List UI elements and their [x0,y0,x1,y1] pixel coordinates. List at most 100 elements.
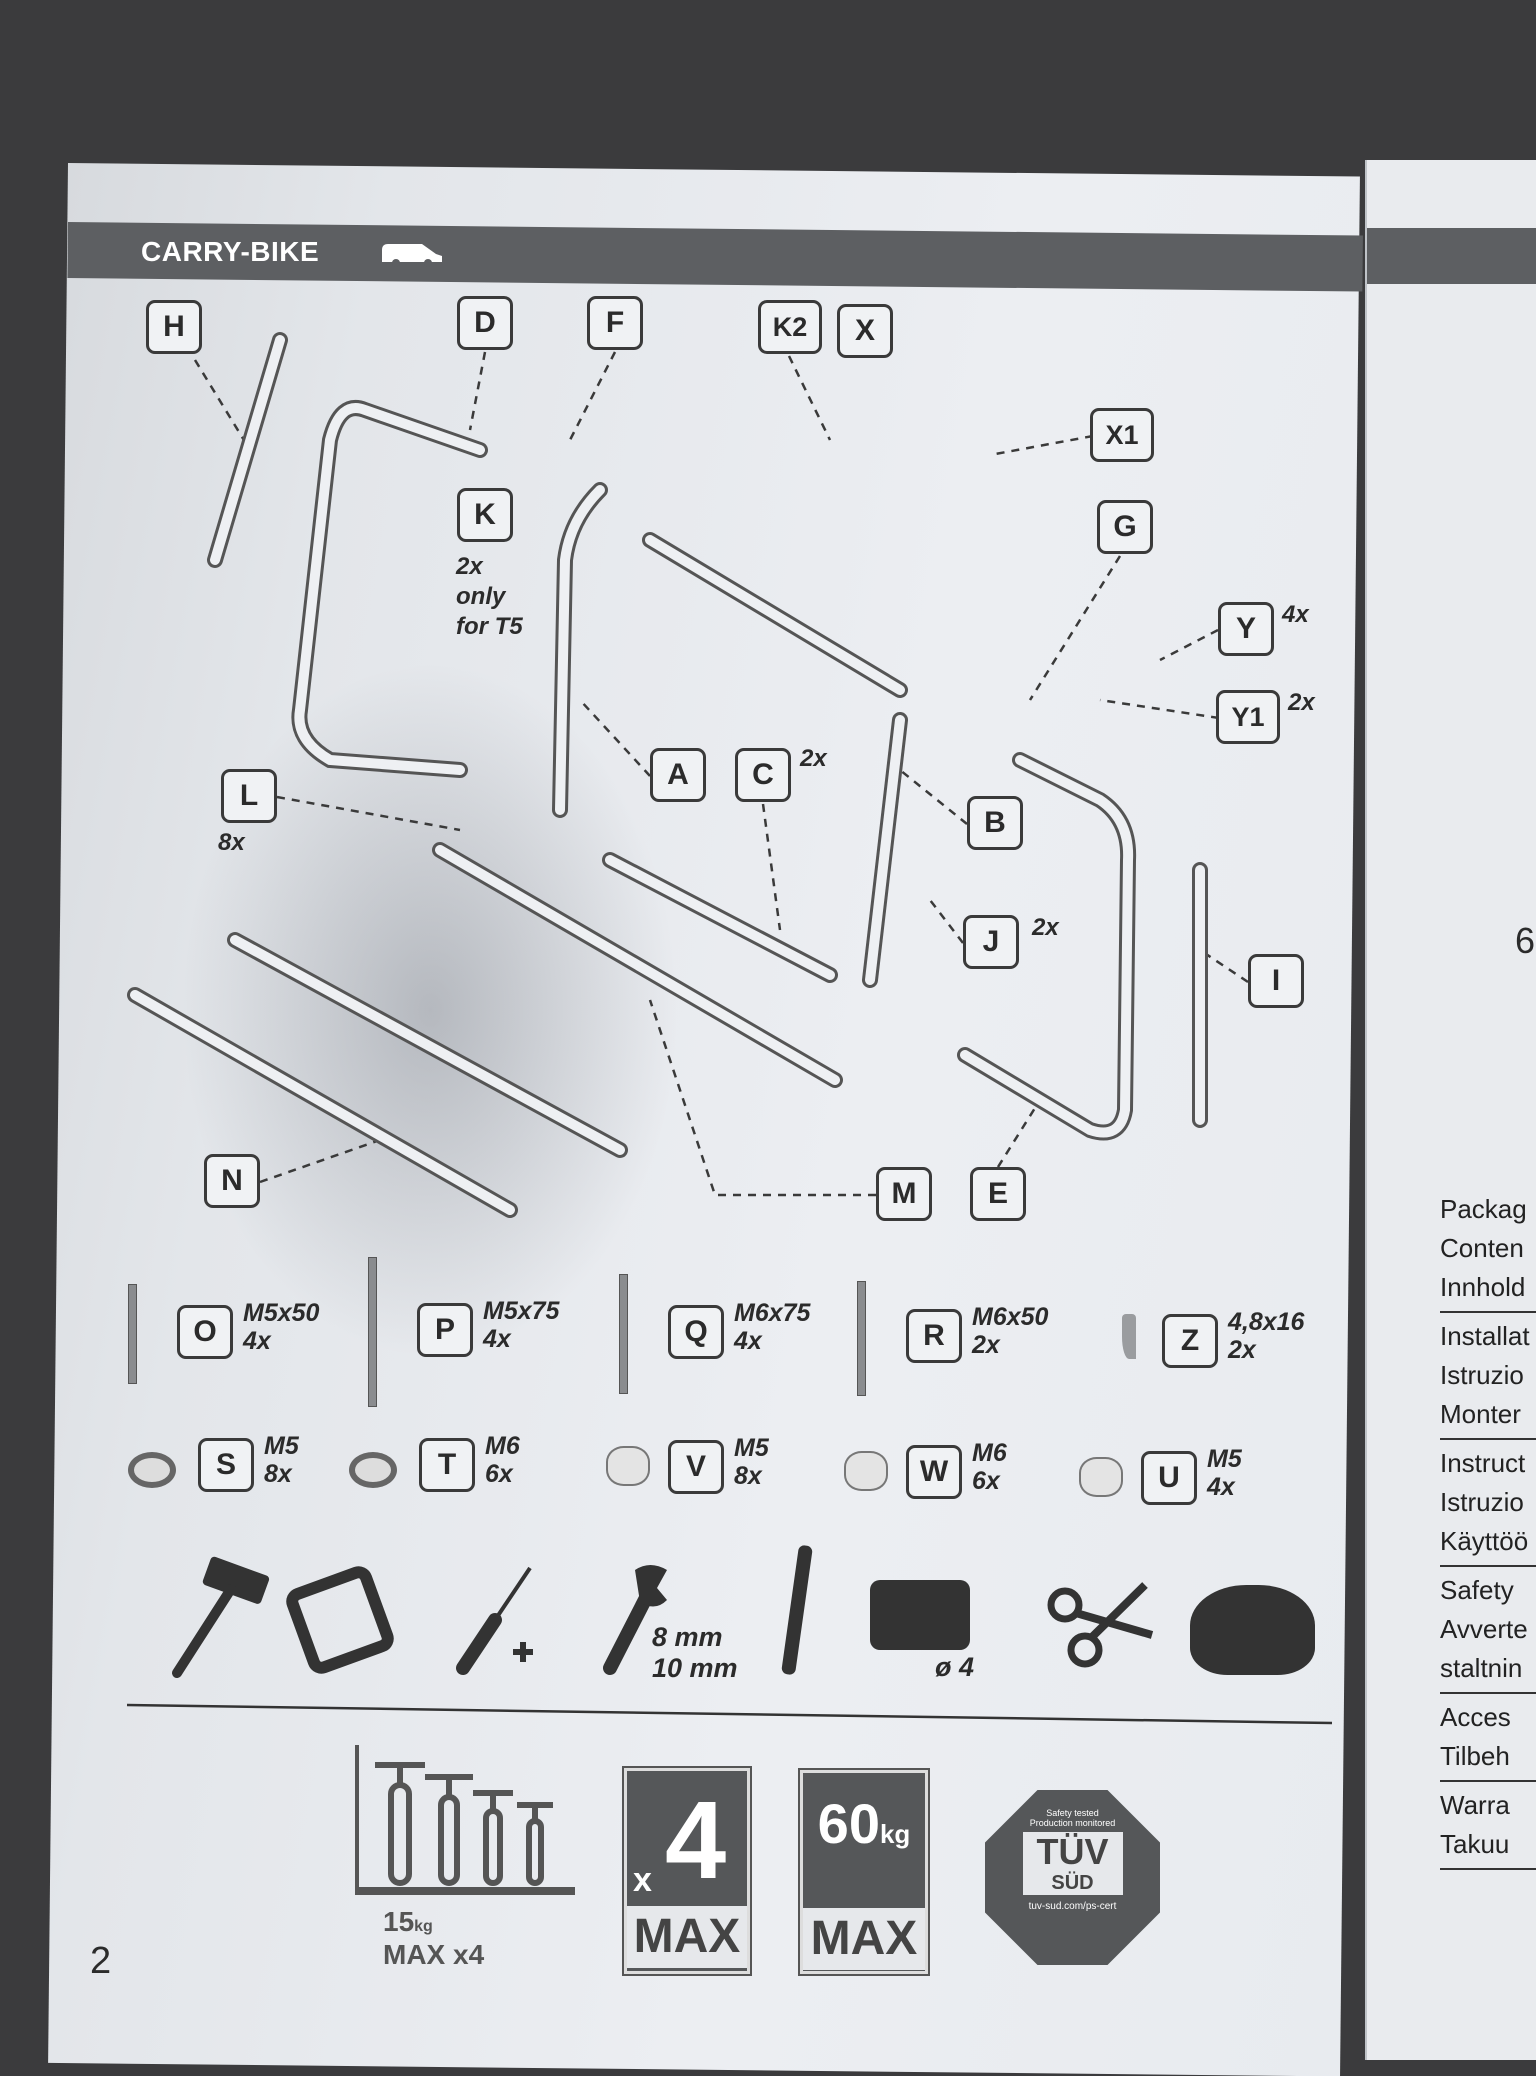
hardware-size: M5 [264,1432,299,1460]
part-qty-j: 2x [1032,914,1059,941]
bolt-icon [129,1285,136,1383]
toc-divider [1440,1565,1536,1567]
hardware-qty: 8x [734,1462,762,1490]
part-label-a: A [650,748,706,802]
toc-entry: Istruzio [1440,1487,1524,1517]
part-label-h: H [146,300,202,354]
part-label-n: N [204,1154,260,1208]
toc-entry: Innhold [1440,1272,1526,1302]
wrench-size-10: 10 mm [652,1653,738,1683]
part-label-k2: K2 [758,300,822,354]
hardware-label-z: Z [1162,1314,1218,1368]
adjacent-page [1365,160,1536,2060]
part-label-y: Y [1218,602,1274,656]
hardware-label-r: R [906,1309,962,1363]
bolt-icon [620,1275,627,1393]
hardware-size: M5x50 [243,1299,320,1327]
cap-nut-icon [1079,1457,1123,1497]
part-label-g: G [1097,500,1153,554]
divider [126,1703,1333,1725]
hardware-qty: 4x [734,1327,762,1355]
hardware-qty: 2x [972,1331,1000,1359]
part-label-b: B [967,796,1023,850]
part-label-k: K [457,488,513,542]
toc-entry: Conten [1440,1233,1524,1263]
leader-line [259,1138,381,1184]
hardware-size: M5 [1207,1445,1242,1473]
part-qty-l: 8x [218,829,245,856]
toc-entry: Warra [1440,1790,1510,1820]
adjacent-header-bar [1367,228,1536,284]
toc-divider [1440,1868,1536,1870]
part-label-l: L [221,769,277,823]
hardware-label-s: S [198,1438,254,1492]
hardware-label-w: W [906,1445,962,1499]
nut-icon [606,1446,650,1486]
dimension-fragment: 6 [1515,920,1536,961]
hardware-qty: 4x [243,1327,271,1355]
part-label-c: C [735,748,791,802]
hardware-size: M6x75 [734,1299,811,1327]
screw-icon [1122,1314,1136,1359]
part-label-x1: X1 [1090,408,1154,462]
part-label-e: E [970,1167,1026,1221]
mallet-icon [172,1556,270,1678]
part-label-f: F [587,296,643,350]
hardware-size: 4,8x16 [1228,1308,1305,1336]
part-label-m: M [876,1167,932,1221]
leader-line [996,1099,1042,1168]
drill-icon [870,1580,970,1650]
van-icon [382,244,442,267]
leader-line [193,359,252,451]
part-k-note: 2x only for T5 [456,553,523,640]
toc-entry: Takuu [1440,1829,1510,1859]
toc-divider [1440,1692,1536,1694]
part-qty-c: 2x [800,745,827,772]
hardware-qty: 4x [483,1325,511,1353]
toc-entry: staltnin [1440,1653,1523,1683]
hardware-label-t: T [419,1438,475,1492]
washer-icon [349,1452,397,1488]
toc-entry: Istruzio [1440,1360,1524,1390]
leader-line [761,803,782,931]
hardware-label-p: P [417,1303,473,1357]
scissors-icon [1047,1582,1154,1668]
hardware-size: M6 [972,1439,1007,1467]
toc-entry: Installat [1440,1321,1530,1351]
part-label-i: I [1248,954,1304,1008]
leader-line [1159,628,1219,662]
leader-line [787,355,832,441]
toc-divider [1440,1311,1536,1313]
part-label-j: J [963,915,1019,969]
toc-entry: Instruct [1440,1448,1526,1478]
hardware-qty: 6x [972,1467,1000,1495]
hardware-label-o: O [177,1305,233,1359]
leader-line [1099,698,1220,720]
leader-line [989,434,1094,457]
leader-line [929,899,964,944]
part-qty-y: 4x [1282,601,1309,628]
page-number: 2 [90,1940,112,1982]
hardware-qty: 8x [264,1460,292,1488]
hardware-size: M5x75 [483,1297,560,1325]
hardware-label-q: Q [668,1305,724,1359]
hardware-label-u: U [1141,1451,1197,1505]
toc-entry: Safety [1440,1575,1514,1605]
hardware-size: M5 [734,1434,769,1462]
toc-entry: Käyttöö [1440,1526,1529,1556]
part-qty-y1: 2x [1288,689,1315,716]
tuv-sud-seal: Safety tested Production monitored TÜV S… [985,1790,1160,1965]
leader-line [568,351,617,441]
toc-entry: Tilbeh [1440,1741,1510,1771]
leader-line [276,795,461,832]
